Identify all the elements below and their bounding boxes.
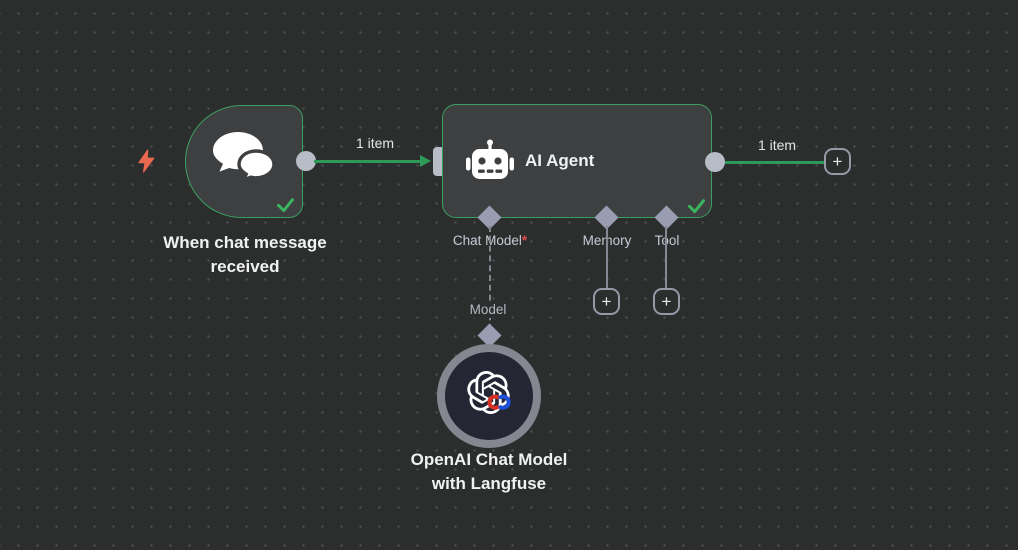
port-label-tool: Tool xyxy=(627,233,707,248)
langfuse-badge-icon xyxy=(487,394,511,410)
success-check-icon xyxy=(688,199,705,214)
connection-arrowhead xyxy=(420,154,431,167)
tool-port-wire xyxy=(665,226,667,289)
model-title-line1: OpenAI Chat Model xyxy=(410,450,568,469)
node-chat-trigger[interactable] xyxy=(185,105,303,218)
required-marker: * xyxy=(521,233,528,248)
connection-trigger-to-agent[interactable] xyxy=(314,160,424,163)
trigger-node-title: When chat message received xyxy=(163,233,327,276)
port-label-chat-model: Chat Model* xyxy=(452,233,528,248)
chat-model-connection[interactable] xyxy=(489,226,491,330)
trigger-bolt-icon xyxy=(138,149,155,173)
output-item-count: 1 item xyxy=(757,137,797,153)
trigger-output-endpoint[interactable] xyxy=(296,151,316,171)
node-ai-agent[interactable]: AI Agent xyxy=(442,104,712,218)
agent-output-endpoint[interactable] xyxy=(705,152,725,172)
connection-agent-output[interactable] xyxy=(725,161,825,164)
add-next-node-button[interactable]: + xyxy=(824,148,851,175)
node-openai-chat-model[interactable] xyxy=(437,344,541,448)
model-node-title: OpenAI Chat Model with Langfuse xyxy=(359,448,619,496)
connection-item-count: 1 item xyxy=(355,135,395,151)
memory-port-wire xyxy=(606,226,608,289)
chat-bubbles-icon xyxy=(213,132,276,184)
openai-icon xyxy=(467,371,510,414)
robot-icon xyxy=(466,139,514,179)
add-memory-button[interactable]: + xyxy=(593,288,620,315)
model-title-line2: with Langfuse xyxy=(431,474,547,493)
model-wire-label: Model xyxy=(464,301,512,318)
add-tool-button[interactable]: + xyxy=(653,288,680,315)
success-check-icon xyxy=(277,198,294,213)
agent-node-title: AI Agent xyxy=(525,151,595,170)
